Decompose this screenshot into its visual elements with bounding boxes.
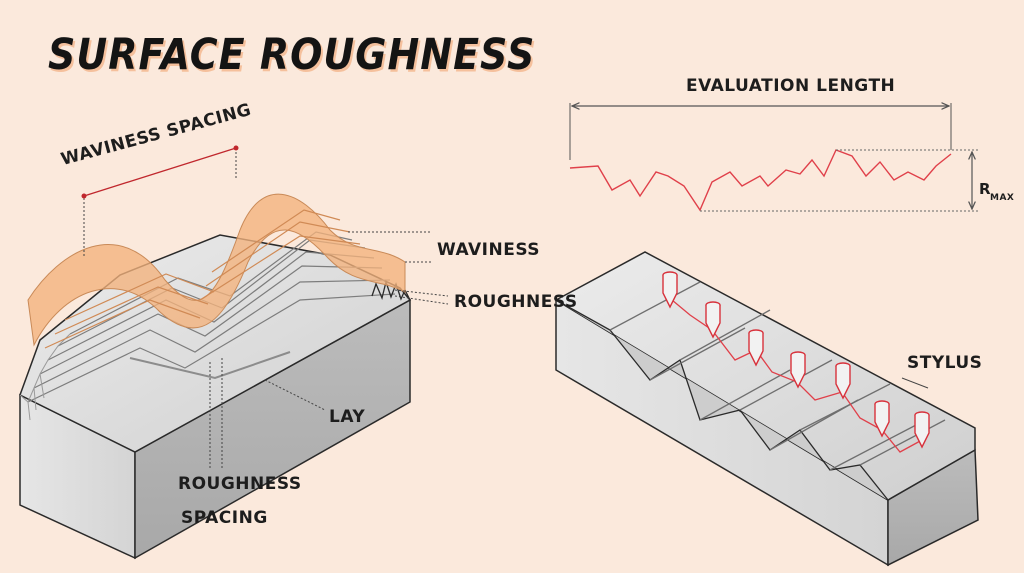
- stylus-leader-line: [901, 377, 929, 389]
- stylus-tip: [662, 271, 678, 309]
- rmax-dimension: [700, 149, 980, 212]
- left-guide-lines: [83, 148, 449, 468]
- rmax-label-letter: R: [979, 180, 992, 198]
- waviness-spacing-end-left: [81, 193, 87, 199]
- left-block-edge-profile: [371, 279, 411, 301]
- waviness-spacing-end-right: [233, 145, 239, 151]
- right-block-top-face: [554, 251, 976, 501]
- page-title: SURFACE ROUGHNESS: [48, 30, 536, 80]
- evaluation-length-label: EVALUATION LENGTH: [686, 76, 896, 96]
- waviness-label: WAVINESS: [437, 240, 541, 260]
- roughness-spacing-label-line2: SPACING: [181, 508, 268, 528]
- right-block-grooves: [609, 281, 946, 471]
- stylus-label: STYLUS: [907, 353, 983, 373]
- roughness-label: ROUGHNESS: [454, 292, 578, 312]
- stylus-tip: [705, 301, 721, 339]
- left-block-valley: [129, 351, 291, 380]
- evaluation-length-dimension: [569, 103, 952, 160]
- stylus-tips: [662, 271, 930, 449]
- stylus-tip: [835, 362, 851, 400]
- waviness-band-ridges: [44, 209, 361, 349]
- stylus-tip: [874, 400, 890, 438]
- rmax-label-subscript: MAX: [990, 193, 1015, 203]
- stylus-tip: [914, 411, 930, 449]
- right-stylus-block: [554, 251, 979, 567]
- roughness-spacing-label-line1: ROUGHNESS: [178, 474, 302, 494]
- stylus-tip: [748, 329, 764, 367]
- roughness-profile-line: [569, 149, 952, 212]
- left-block-front-steps: [19, 333, 71, 421]
- waviness-spacing-dimension: [83, 147, 237, 197]
- lay-label: LAY: [329, 407, 366, 427]
- stylus-tip: [790, 351, 806, 389]
